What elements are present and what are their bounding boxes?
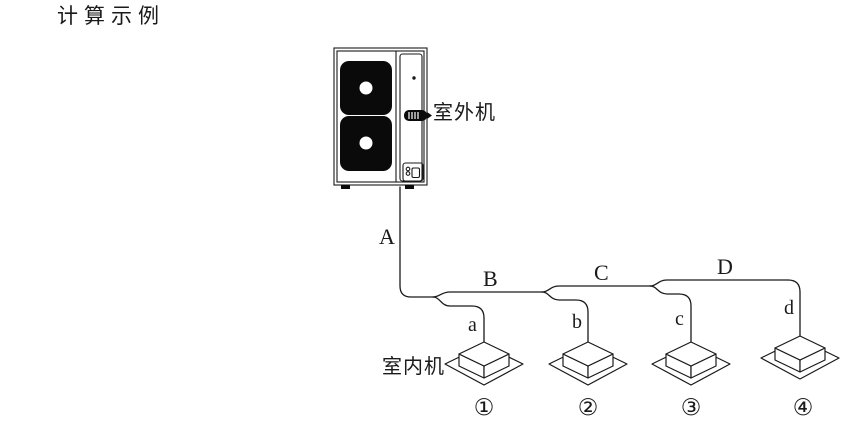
pipe-segment-C [541,285,651,293]
indoor-unit-number-3: ③ [680,395,702,421]
pipe-segment-B [432,291,543,298]
unit-foot [405,185,414,189]
pipe-branch-d [787,279,801,337]
pipe-branch-b [541,291,589,343]
pipe-label-A: A [379,224,395,249]
pipe-segment-D [649,279,789,287]
outdoor-unit-drawing [333,47,432,189]
indoor-unit-label: 室内机 [382,356,445,378]
pipe-label-D: D [717,254,733,279]
fan-hub-icon [359,81,373,95]
fan-hub-icon [359,136,373,150]
indoor-unit-icon-1 [444,341,524,386]
pipe-segment-A [399,186,434,298]
indoor-unit-number-4: ④ [792,395,814,421]
pipe-label-a: a [468,314,477,336]
pipe-branch-a [432,296,485,343]
indoor-unit-icon-2 [548,341,628,386]
page-title: 计算示例 [57,4,165,28]
pipe-network [399,186,801,343]
pipe-branch-c [649,285,692,343]
pipe-label-b: b [572,311,582,333]
outdoor-unit-label: 室外机 [433,102,496,124]
pipe-label-B: B [483,266,498,291]
indoor-unit-number-1: ① [473,395,495,421]
pipe-label-c: c [675,308,684,330]
unit-foot [341,185,350,189]
pipe-label-d: d [784,297,794,319]
indoor-unit-icon-4 [760,335,840,380]
screw-icon [412,76,416,80]
indoor-unit-number-2: ② [577,395,599,421]
valve-box-icon [402,162,424,182]
indoor-unit-icon-3 [651,341,731,386]
pipe-label-C: C [594,260,609,285]
